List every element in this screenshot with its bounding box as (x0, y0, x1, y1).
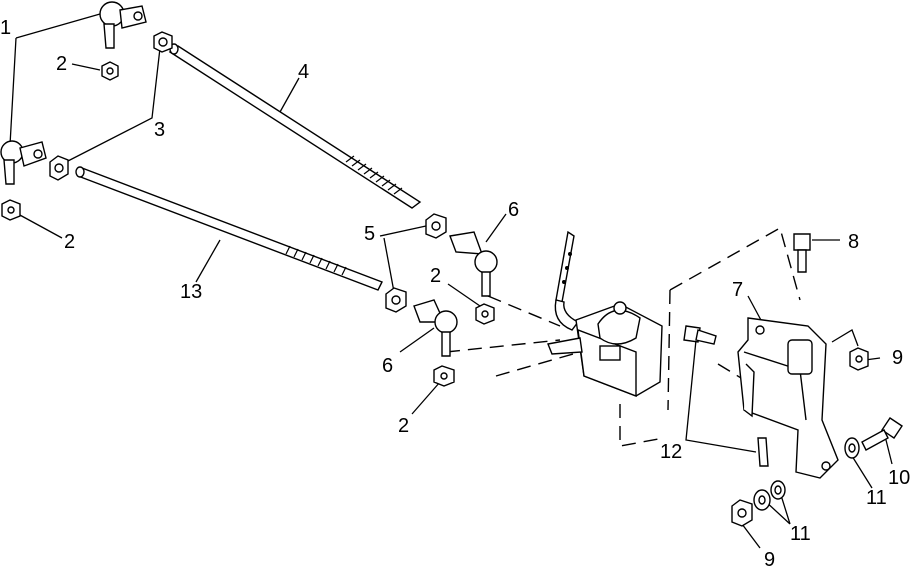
upper-shift-rod (168, 43, 422, 209)
bolt-8 (793, 233, 811, 273)
ball-joint-lower (0, 140, 47, 185)
callout-7: 7 (732, 279, 743, 301)
nut-5-upper (425, 213, 447, 239)
callout-1: 1 (0, 17, 11, 39)
nut-3-lower (49, 155, 69, 181)
callout-8: 8 (848, 231, 859, 253)
shifter-assembly (547, 230, 663, 398)
nut-2-lower (433, 365, 455, 387)
washer-11-lower-b (770, 480, 786, 500)
callout-3: 3 (154, 119, 165, 141)
callout-2-middle: 2 (430, 265, 441, 287)
callout-13: 13 (180, 281, 202, 303)
callout-2-left: 2 (64, 231, 75, 253)
callout-9-right: 9 (892, 347, 903, 369)
callout-10: 10 (888, 467, 910, 489)
callout-9-lower: 9 (764, 549, 775, 568)
nut-9-right (849, 347, 869, 371)
mounting-bracket (737, 317, 839, 479)
ball-joint-6-upper (449, 231, 498, 297)
nut-5-lower (385, 287, 407, 313)
lower-rod-threads (285, 245, 347, 276)
callout-12: 12 (660, 441, 682, 463)
ball-joint-6-lower (413, 299, 458, 357)
bolt-12-lower (757, 437, 769, 467)
washer-11-lower-a (753, 489, 771, 511)
callout-5: 5 (364, 223, 375, 245)
callout-2-top: 2 (56, 53, 67, 75)
bolt-12-upper (683, 325, 717, 345)
callout-6-upper: 6 (508, 199, 519, 221)
nut-2-top-left (101, 61, 119, 81)
washer-11-right (844, 437, 860, 459)
leader-lines (9, 13, 893, 549)
bolt-10 (861, 417, 903, 451)
nut-9-lower (731, 499, 753, 527)
callout-labels: 1 2 3 2 4 13 5 6 2 6 2 7 8 9 10 11 11 9 … (0, 17, 910, 568)
upper-rod-threads (345, 155, 403, 195)
ball-joint-upper (99, 1, 147, 49)
callout-11-right: 11 (866, 487, 887, 509)
nut-2-middle (475, 303, 495, 325)
callout-11-lower: 11 (790, 523, 811, 545)
lower-shift-rod (75, 166, 383, 291)
callout-6-lower: 6 (382, 355, 393, 377)
callout-2-lower: 2 (398, 415, 409, 437)
nut-3-upper (153, 31, 173, 53)
nut-2-left (1, 199, 21, 221)
callout-4: 4 (298, 61, 309, 83)
